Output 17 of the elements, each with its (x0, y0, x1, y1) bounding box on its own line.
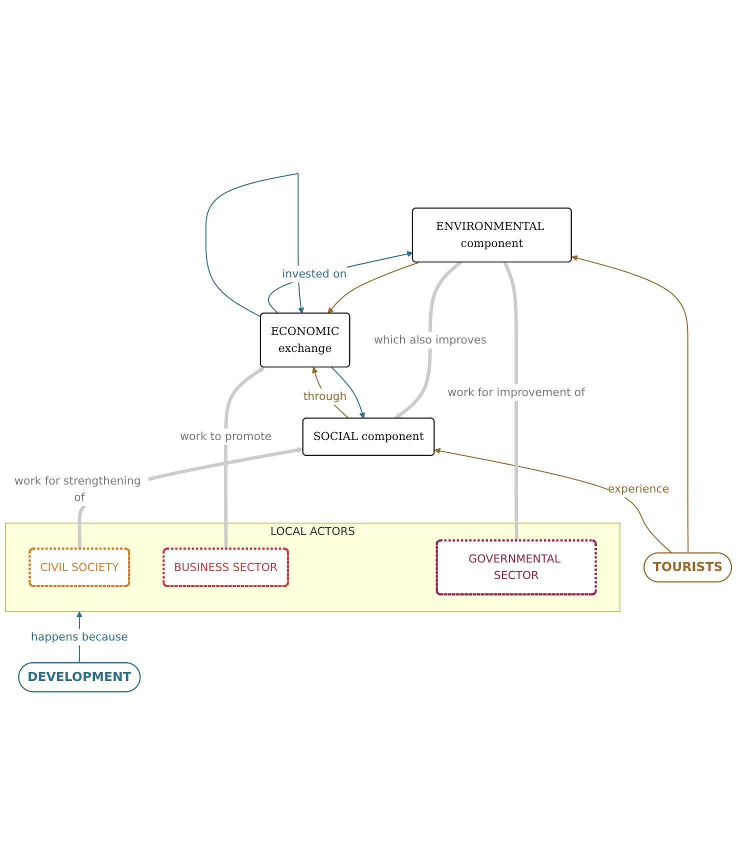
edge-label: work for improvement of (448, 386, 585, 400)
edge-label: work for strengthening of (14, 474, 141, 504)
edge-label: experience (608, 482, 670, 496)
edge-label: through (303, 390, 347, 404)
edge-label: invested on (282, 268, 347, 281)
edge-label: happens because (30, 630, 128, 644)
arrow (331, 367, 366, 420)
edge-label: work to promote (180, 430, 272, 444)
edge-label: which also improves (374, 334, 486, 347)
arrow (434, 448, 672, 554)
arrow (224, 367, 265, 550)
arrow (328, 262, 420, 314)
arrow (571, 256, 689, 554)
arrow (268, 251, 414, 314)
arrow (394, 261, 462, 420)
connector (503, 262, 518, 542)
arrow (205, 173, 304, 318)
